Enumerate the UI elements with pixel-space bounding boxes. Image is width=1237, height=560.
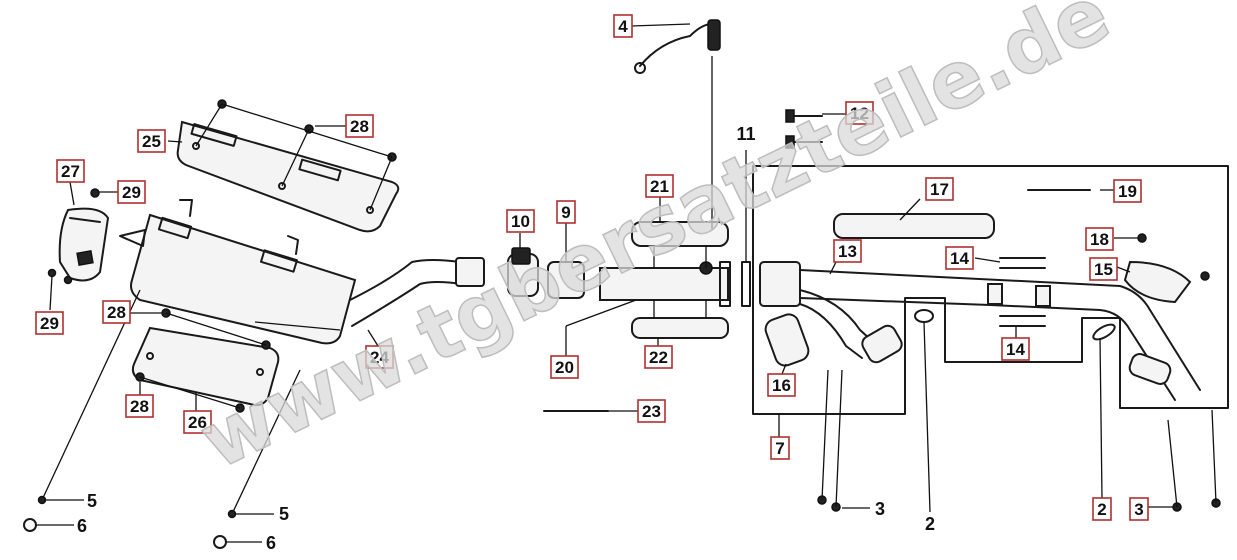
callout-11: 11 bbox=[736, 124, 755, 144]
callout-25: 25 bbox=[137, 129, 166, 153]
svg-text:27: 27 bbox=[61, 162, 80, 181]
svg-text:2: 2 bbox=[925, 514, 935, 534]
svg-text:28: 28 bbox=[107, 303, 126, 322]
svg-text:23: 23 bbox=[642, 402, 661, 421]
callout-22: 22 bbox=[644, 345, 673, 369]
heat-sleeve-pipe bbox=[764, 313, 810, 367]
callout-19: 19 bbox=[1113, 179, 1142, 203]
callout-2-left: 2 bbox=[925, 514, 935, 534]
callout-28-top: 28 bbox=[345, 114, 374, 138]
callout-24: 24 bbox=[365, 345, 394, 369]
callout-3-right: 3 bbox=[1129, 497, 1149, 521]
exhaust-gasket-right bbox=[1092, 323, 1116, 341]
callout-9: 9 bbox=[556, 200, 576, 224]
heat-sleeve-manifold bbox=[833, 213, 995, 239]
svg-text:14: 14 bbox=[1006, 340, 1025, 359]
svg-text:4: 4 bbox=[618, 17, 628, 36]
leader-lines bbox=[36, 23, 1174, 543]
svg-text:29: 29 bbox=[122, 183, 141, 202]
svg-text:5: 5 bbox=[279, 504, 289, 524]
callout-28-mid: 28 bbox=[102, 300, 131, 324]
svg-text:25: 25 bbox=[142, 132, 161, 151]
svg-text:18: 18 bbox=[1090, 230, 1109, 249]
svg-text:16: 16 bbox=[772, 376, 791, 395]
callout-27: 27 bbox=[56, 159, 85, 183]
callout-29-bottom: 29 bbox=[35, 311, 64, 335]
muffler-inlet-pipe bbox=[349, 257, 485, 327]
callout-28-bottom: 28 bbox=[125, 394, 154, 418]
svg-text:9: 9 bbox=[561, 203, 570, 222]
callout-21: 21 bbox=[645, 174, 674, 198]
callout-26: 26 bbox=[183, 410, 212, 434]
svg-text:28: 28 bbox=[130, 397, 149, 416]
flange-gasket bbox=[741, 261, 751, 307]
bolts bbox=[785, 109, 823, 149]
svg-text:2: 2 bbox=[1097, 500, 1106, 519]
svg-text:11: 11 bbox=[736, 124, 755, 144]
heat-sleeve-upper bbox=[631, 221, 729, 247]
svg-text:6: 6 bbox=[77, 516, 87, 536]
svg-text:17: 17 bbox=[930, 180, 949, 199]
heat-sleeve-lower bbox=[631, 317, 729, 339]
callout-4: 4 bbox=[613, 14, 633, 38]
muffler-mount-bolts bbox=[23, 289, 301, 549]
callout-14-top: 14 bbox=[945, 246, 974, 270]
heat-shield-lower bbox=[131, 308, 280, 413]
svg-text:15: 15 bbox=[1094, 260, 1113, 279]
clamp bbox=[507, 247, 539, 297]
muffler bbox=[119, 199, 357, 345]
exhaust-gasket-left bbox=[914, 309, 934, 323]
svg-text:21: 21 bbox=[650, 177, 669, 196]
callout-17: 17 bbox=[925, 177, 954, 201]
callout-14-bottom: 14 bbox=[1001, 337, 1030, 361]
svg-text:7: 7 bbox=[775, 439, 784, 458]
callout-6-right: 6 bbox=[266, 533, 276, 553]
callout-16: 16 bbox=[767, 373, 796, 397]
callout-6-left: 6 bbox=[77, 516, 87, 536]
callout-15: 15 bbox=[1089, 257, 1118, 281]
callout-12: 12 bbox=[845, 101, 874, 125]
end-cap bbox=[47, 188, 110, 285]
svg-text:19: 19 bbox=[1118, 182, 1137, 201]
svg-text:29: 29 bbox=[40, 314, 59, 333]
heat-shield-screws-upper bbox=[195, 99, 397, 211]
callout-18: 18 bbox=[1085, 227, 1114, 251]
svg-text:24: 24 bbox=[370, 348, 389, 367]
svg-text:28: 28 bbox=[350, 117, 369, 136]
callout-20: 20 bbox=[550, 355, 579, 379]
svg-text:13: 13 bbox=[838, 242, 857, 261]
svg-text:14: 14 bbox=[950, 249, 969, 268]
svg-text:3: 3 bbox=[875, 499, 885, 519]
catalyst-pipe bbox=[565, 261, 731, 356]
callout-10: 10 bbox=[506, 209, 535, 233]
exhaust-manifold bbox=[759, 261, 1201, 401]
svg-text:26: 26 bbox=[188, 413, 207, 432]
svg-text:10: 10 bbox=[511, 212, 530, 231]
callout-7: 7 bbox=[770, 436, 790, 460]
callout-2-right: 2 bbox=[1092, 497, 1112, 521]
manifold-clamps bbox=[999, 257, 1046, 327]
manifold-heat-shield bbox=[1123, 260, 1192, 304]
svg-text:6: 6 bbox=[266, 533, 276, 553]
callout-5-left: 5 bbox=[87, 491, 97, 511]
callout-13: 13 bbox=[833, 239, 862, 263]
svg-text:12: 12 bbox=[850, 104, 869, 123]
manifold-assembly-frame bbox=[752, 165, 1229, 415]
svg-text:5: 5 bbox=[87, 491, 97, 511]
svg-text:20: 20 bbox=[555, 358, 574, 377]
callout-5-right: 5 bbox=[279, 504, 289, 524]
callout-23: 23 bbox=[637, 399, 666, 423]
svg-text:22: 22 bbox=[649, 348, 668, 367]
callout-3-left: 3 bbox=[875, 499, 885, 519]
callout-29-top: 29 bbox=[117, 180, 146, 204]
oxygen-sensor bbox=[634, 19, 721, 230]
nuts bbox=[817, 369, 1221, 512]
heat-shield-upper bbox=[176, 120, 400, 233]
svg-text:3: 3 bbox=[1134, 500, 1143, 519]
